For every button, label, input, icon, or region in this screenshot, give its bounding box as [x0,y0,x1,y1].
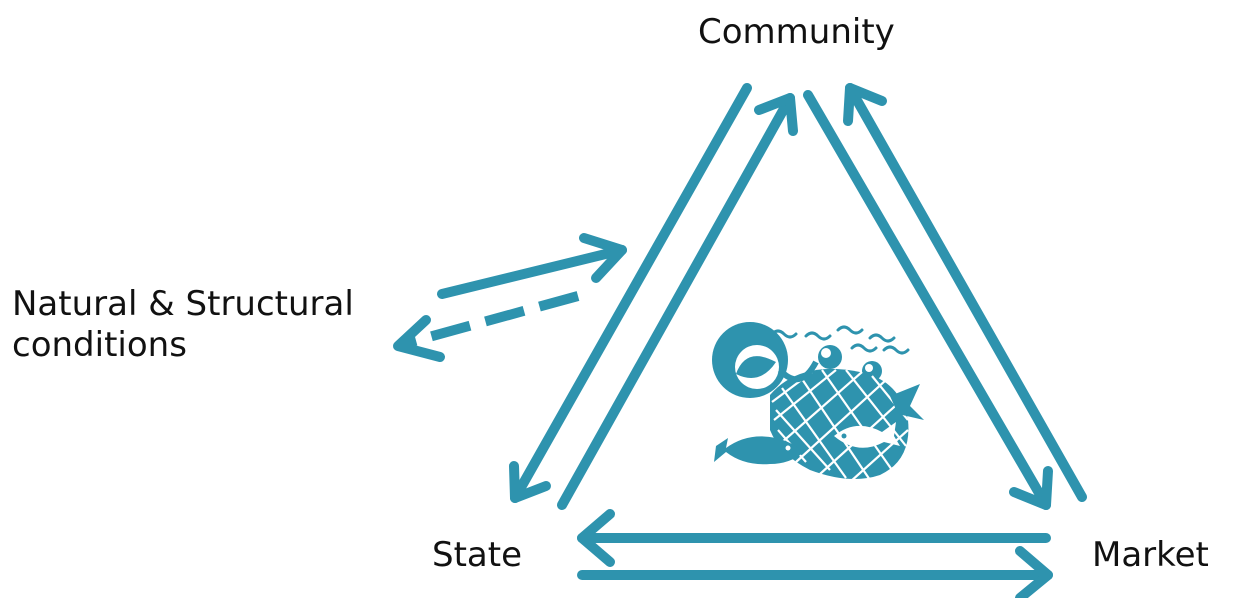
arrow-market-to-community [843,83,1087,502]
arrow-state-to-market [577,546,1053,598]
arrow-natural-to-triangle [437,233,627,299]
node-label-natural-line1: Natural & Structural [12,284,354,324]
arrow-triangle-to-natural-dashed [393,291,580,362]
arrow-community-to-market [803,90,1053,510]
node-label-natural-line2: conditions [12,325,187,366]
node-label-community: Community [698,12,895,52]
node-label-market: Market [1092,535,1209,575]
fishing-net-fish-logo-icon [712,322,924,483]
arrow-market-to-state [577,509,1051,567]
arrow-community-to-state [509,83,752,503]
node-label-natural-structural-conditions: Natural & Structural conditions [12,284,354,367]
node-label-state: State [432,535,522,575]
arrow-state-to-community [557,93,798,510]
